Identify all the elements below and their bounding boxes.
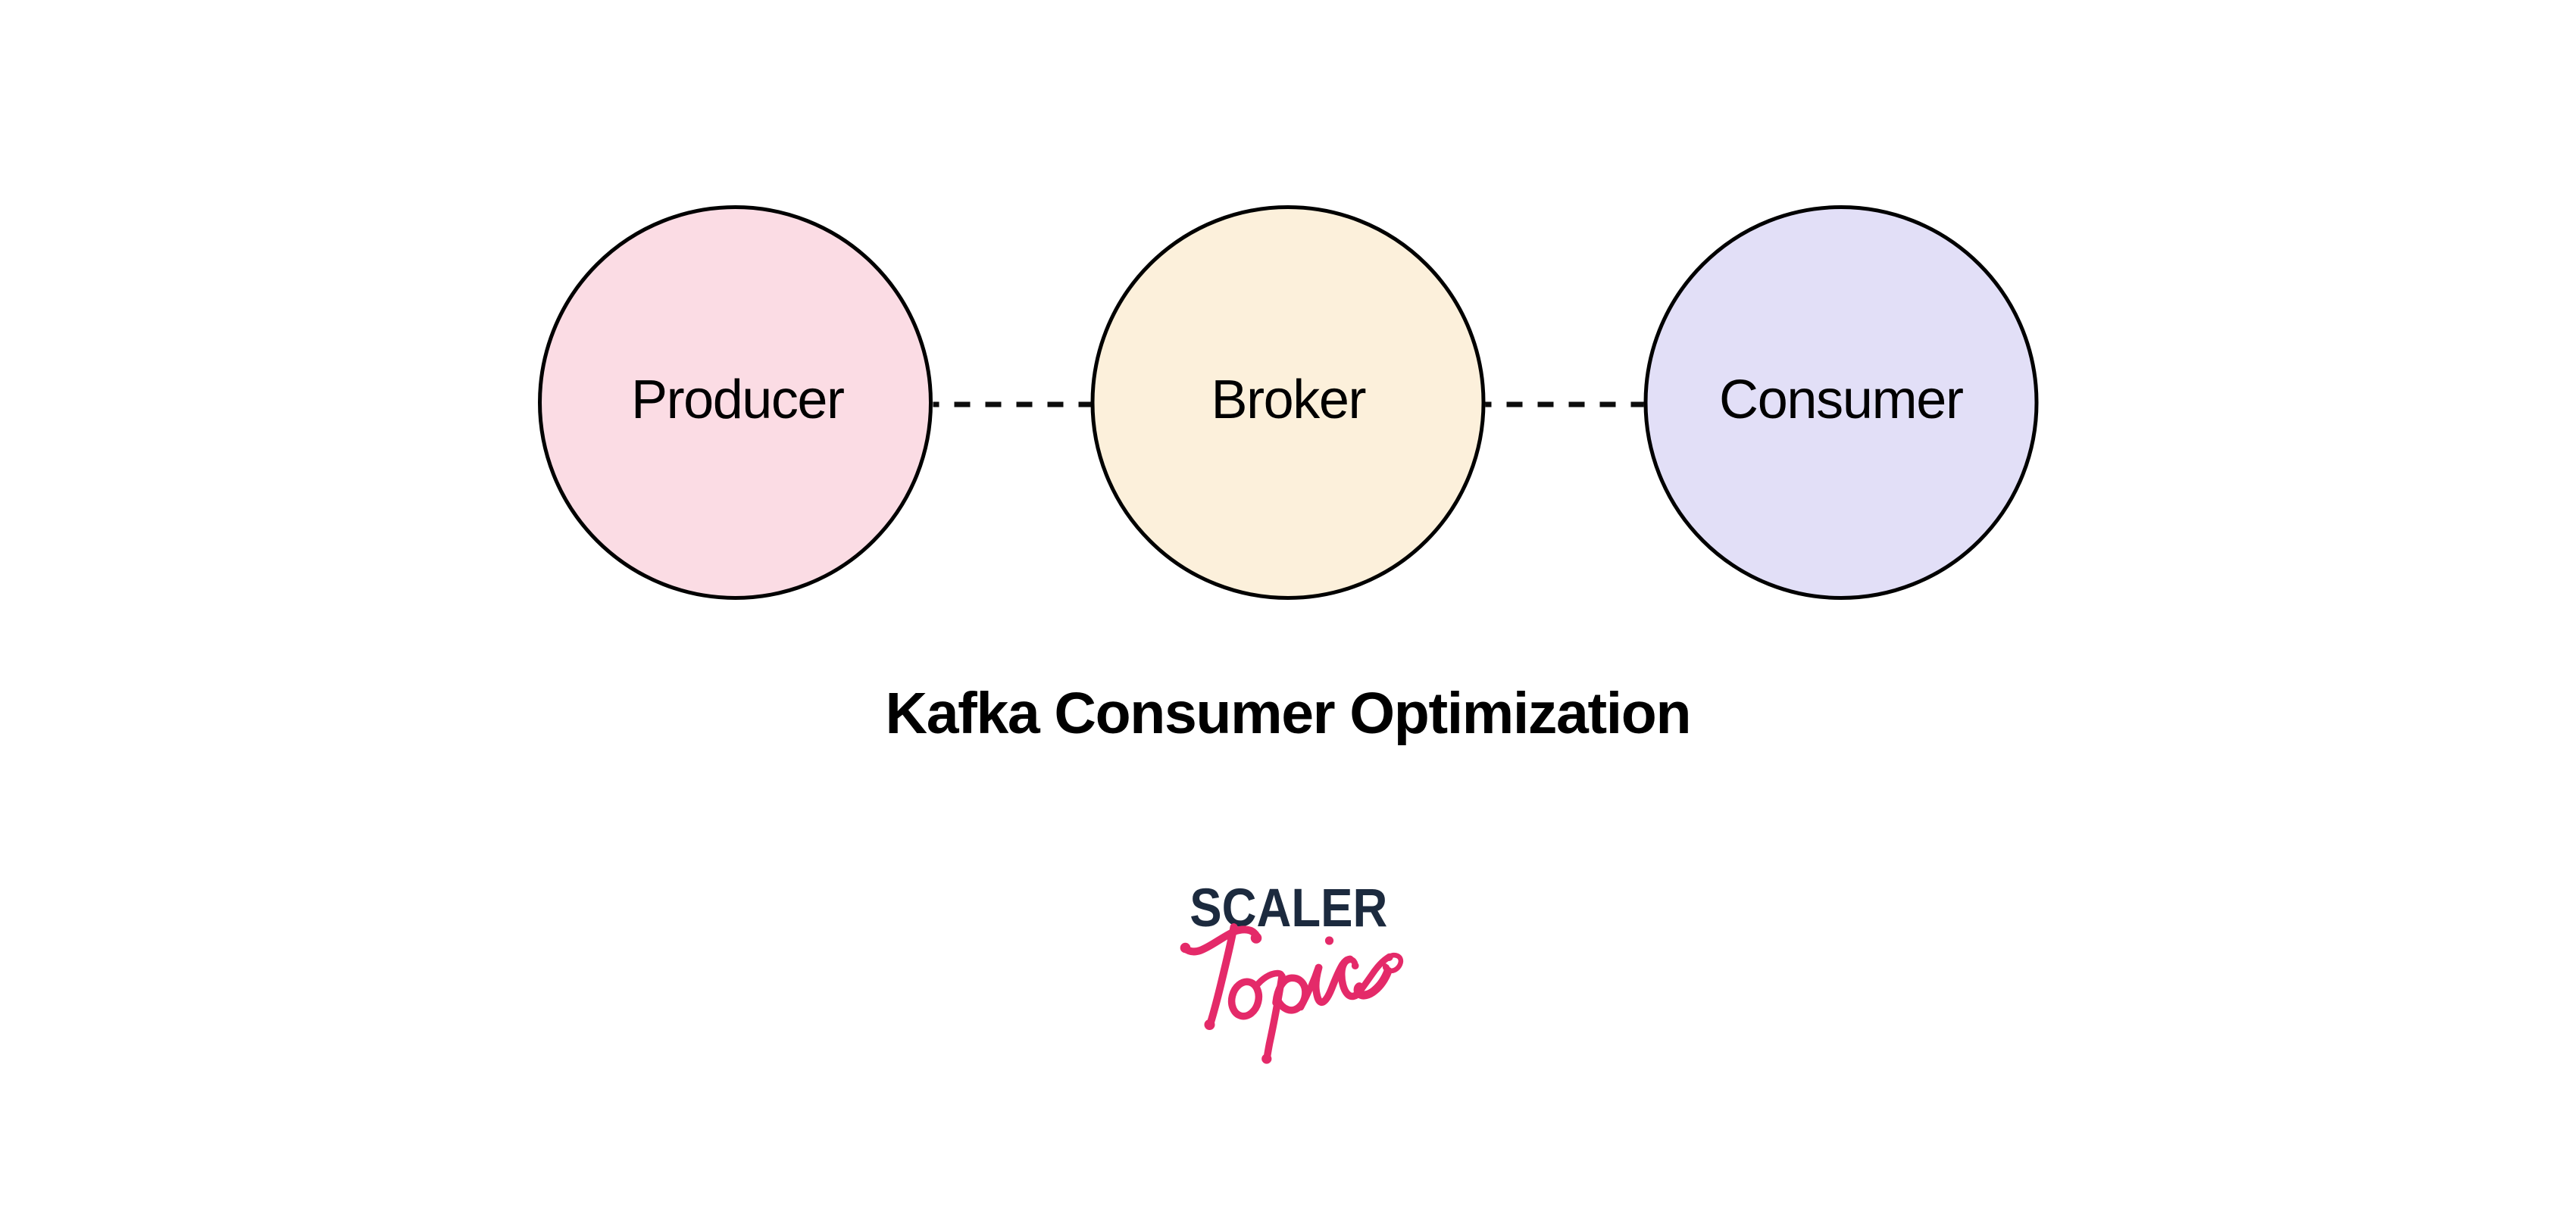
topics-s-apex-knot: [1385, 954, 1393, 961]
scaler-wordmark: SCALER: [1190, 879, 1387, 938]
topics-c: [1338, 955, 1364, 1000]
broker-circle: [1090, 205, 1486, 600]
topics-s-ball: [1355, 983, 1362, 991]
topics-T-stem-ball: [1204, 1019, 1215, 1030]
topics-p-ball: [1261, 1053, 1272, 1064]
producer-label: Producer: [631, 370, 845, 430]
broker-label: Broker: [1211, 370, 1367, 430]
topics-T-stem: [1206, 923, 1238, 1028]
topics-c-ball: [1351, 962, 1359, 969]
consumer-circle: [1643, 205, 2039, 600]
topics-i-dot: [1324, 936, 1334, 945]
topics-T-crossbar-ball-left: [1180, 942, 1191, 954]
topics-o: [1227, 978, 1263, 1020]
topics-s-ascender: [1356, 953, 1393, 995]
topics-T-crossbar-ball-right: [1250, 932, 1262, 944]
node-consumer: Consumer: [1643, 205, 2039, 600]
diagram-title: Kafka Consumer Optimization: [886, 681, 1692, 746]
node-producer: Producer: [538, 205, 933, 600]
producer-circle: [538, 205, 933, 600]
consumer-label: Consumer: [1719, 370, 1964, 430]
topics-script: [1180, 923, 1404, 1064]
node-broker: Broker: [1090, 205, 1486, 600]
